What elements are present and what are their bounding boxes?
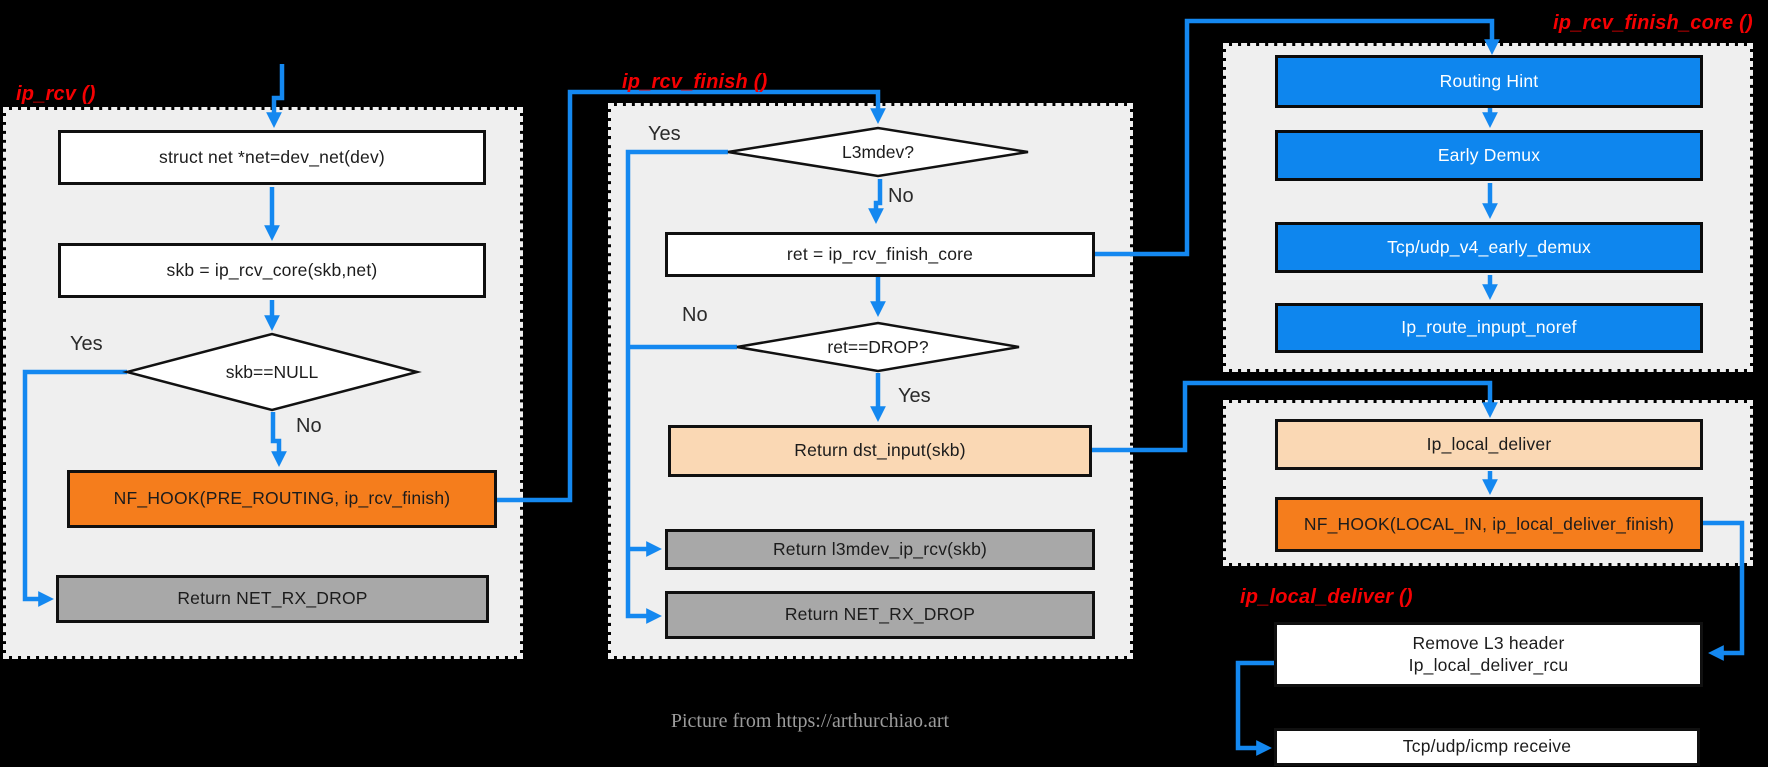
title-ip-local-deliver: ip_local_deliver () [1240,586,1413,608]
node-nf-hook-pre-routing: NF_HOOK(PRE_ROUTING, ip_rcv_finish) [67,470,497,528]
node-ip-rcv-core: skb = ip_rcv_core(skb,net) [58,243,486,298]
node-ip-local-deliver: Ip_local_deliver [1275,419,1703,470]
label-no-l3mdev: No [888,185,914,207]
remove-l3-line1: Remove L3 header [1412,632,1565,653]
label-yes-l3mdev: Yes [648,123,681,145]
node-struct-net: struct net *net=dev_net(dev) [58,130,486,185]
diamond-label-skb-null: skb==NULL [225,362,319,382]
label-yes-skb-null: Yes [70,333,103,355]
node-net-rx-drop-ip-rcv: Return NET_RX_DROP [56,575,489,623]
label-no-ret-drop: No [682,304,708,326]
node-net-rx-drop-ip-rcv-finish: Return NET_RX_DROP [665,591,1095,639]
node-routing-hint: Routing Hint [1275,55,1703,108]
diamond-label-l3mdev: L3mdev? [842,142,914,162]
label-yes-ret-drop: Yes [898,385,931,407]
node-return-l3mdev-ip-rcv: Return l3mdev_ip_rcv(skb) [665,529,1095,570]
node-tcp-udp-v4-early-demux: Tcp/udp_v4_early_demux [1275,222,1703,273]
label-no-skb-null: No [296,415,322,437]
title-ip-rcv-finish: ip_rcv_finish () [622,71,768,93]
node-nf-hook-local-in: NF_HOOK(LOCAL_IN, ip_local_deliver_finis… [1275,497,1703,552]
node-ip-route-input-noref: Ip_route_inpupt_noref [1275,303,1703,353]
node-early-demux: Early Demux [1275,130,1703,181]
panel-ip-rcv-finish [608,103,1133,659]
diamond-label-ret-drop: ret==DROP? [827,337,929,357]
caption-source: Picture from https://arthurchiao.art [670,710,950,732]
node-remove-l3-header: Remove L3 header Ip_local_deliver_rcu [1274,622,1703,687]
node-ret-ip-rcv-finish-core: ret = ip_rcv_finish_core [665,232,1095,277]
node-tcp-udp-icmp-receive: Tcp/udp/icmp receive [1274,728,1700,766]
connector-removel3-to-tcpreceive [1235,660,1274,756]
node-return-dst-input: Return dst_input(skb) [668,425,1092,477]
remove-l3-line2: Ip_local_deliver_rcu [1408,654,1569,675]
title-ip-rcv: ip_rcv () [16,83,96,105]
title-ip-rcv-finish-core: ip_rcv_finish_core () [1553,12,1753,34]
